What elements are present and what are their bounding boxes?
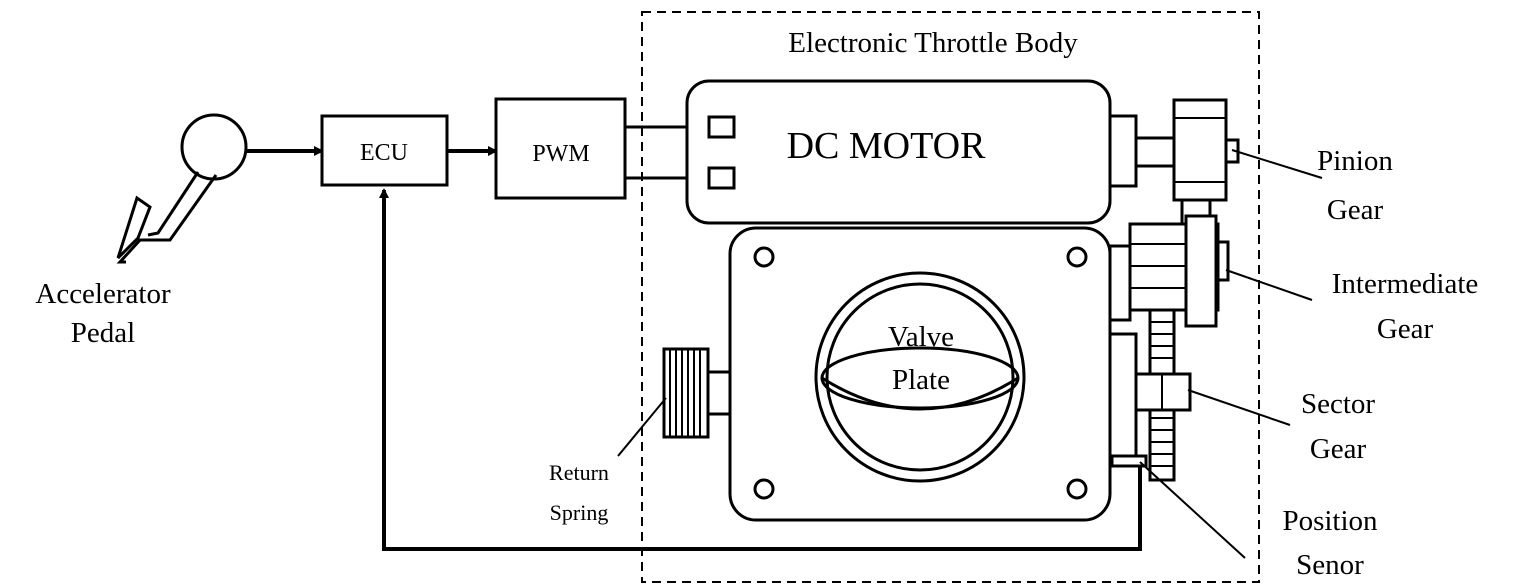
pwm-label: PWM bbox=[532, 141, 589, 167]
sector-label-line1: Sector bbox=[1301, 388, 1375, 420]
housing-bolt-tl bbox=[753, 246, 775, 268]
intermediate-label-line2: Gear bbox=[1377, 313, 1434, 345]
return-spring-leader bbox=[617, 397, 667, 457]
position-label-line1: Position bbox=[1282, 505, 1378, 537]
motor-terminal-top bbox=[707, 115, 736, 139]
pinion-gear-leader bbox=[1231, 149, 1323, 179]
throttle-body-title: Electronic Throttle Body bbox=[788, 27, 1078, 59]
intermediate-gear bbox=[1108, 214, 1230, 328]
accelerator-label-line2: Pedal bbox=[71, 317, 135, 349]
housing-bolt-bl bbox=[753, 478, 775, 500]
accelerator-label-line1: Accelerator bbox=[35, 278, 171, 310]
sector-label-line2: Gear bbox=[1310, 433, 1367, 465]
accelerator-pedal bbox=[116, 113, 248, 264]
motor-terminal-bottom bbox=[707, 166, 736, 190]
return-spring bbox=[662, 347, 732, 439]
pwm-block bbox=[494, 97, 627, 200]
pinion-gear bbox=[1108, 98, 1240, 232]
sector-gear-leader bbox=[1187, 389, 1291, 426]
position-sensor-leader bbox=[1139, 461, 1246, 559]
position-label-line2: Senor bbox=[1296, 549, 1364, 581]
return-label-line2: Spring bbox=[550, 500, 609, 525]
position-sensor bbox=[1108, 332, 1148, 468]
ecu-label: ECU bbox=[360, 140, 408, 166]
dc-motor-label: DC MOTOR bbox=[787, 125, 986, 167]
housing-bolt-br bbox=[1066, 478, 1088, 500]
valve-label-line1: Valve bbox=[888, 321, 954, 353]
intermediate-gear-leader bbox=[1225, 269, 1313, 301]
valve-plate bbox=[814, 271, 1026, 483]
valve-label-line2: Plate bbox=[892, 364, 950, 396]
feedback-line bbox=[379, 188, 1142, 551]
return-label-line1: Return bbox=[549, 460, 609, 485]
throttle-body-boundary bbox=[641, 11, 1260, 583]
sector-gear bbox=[1134, 308, 1192, 482]
intermediate-label-line1: Intermediate bbox=[1332, 268, 1479, 300]
pinion-label-line1: Pinion bbox=[1317, 145, 1393, 177]
pinion-label-line2: Gear bbox=[1327, 194, 1384, 226]
housing-bolt-tr bbox=[1066, 246, 1088, 268]
